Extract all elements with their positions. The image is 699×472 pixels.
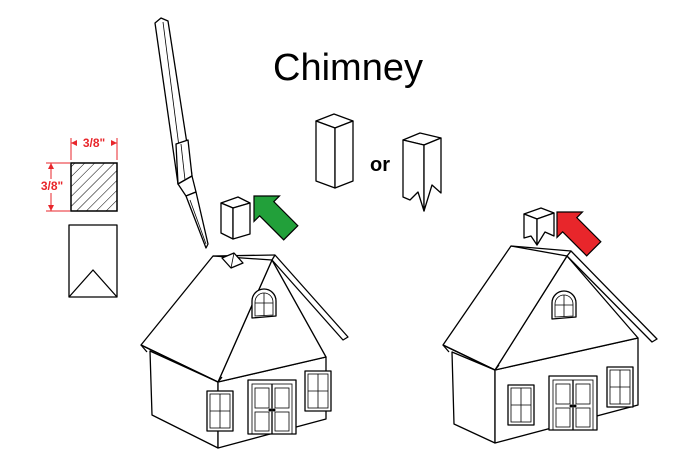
width-dimension: 3/8" bbox=[70, 136, 118, 160]
house-right-door bbox=[548, 375, 598, 431]
house-right bbox=[442, 245, 658, 444]
chimney-cross-section bbox=[70, 162, 118, 212]
chimney-side-profile bbox=[68, 224, 118, 298]
notched-chimney-option bbox=[402, 132, 442, 212]
or-label: or bbox=[370, 154, 390, 176]
chimney-piece-right bbox=[523, 207, 555, 246]
width-dimension-label: 3/8" bbox=[83, 136, 105, 150]
green-arrow-icon bbox=[253, 195, 299, 241]
red-arrow-icon bbox=[556, 211, 602, 257]
height-dimension-label: 3/8" bbox=[41, 179, 63, 193]
house-left-door bbox=[247, 379, 297, 435]
chimney-piece-left bbox=[220, 196, 251, 240]
house-left bbox=[140, 252, 349, 449]
height-dimension: 3/8" bbox=[36, 162, 70, 212]
hobby-knife-icon bbox=[154, 17, 209, 249]
diagram-title: Chimney bbox=[273, 47, 423, 89]
tall-chimney-option bbox=[315, 113, 354, 189]
